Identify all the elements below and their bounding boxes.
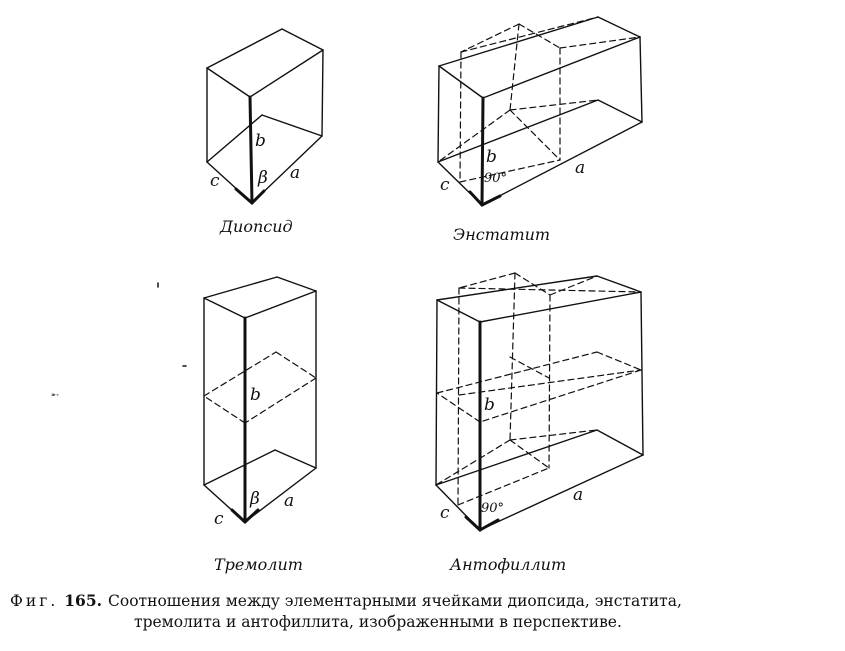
caption-number: 165. xyxy=(64,591,103,610)
tremolite-axis-b: b xyxy=(250,385,261,405)
tremolite-angle-beta: β xyxy=(249,489,260,509)
diopside-axis-c: c xyxy=(210,171,220,191)
anthophyllite-label: Антофиллит xyxy=(449,555,566,574)
enstatite-label: Энстатит xyxy=(453,225,550,244)
enstatite-cell xyxy=(437,16,643,207)
anthophyllite-axis-b: b xyxy=(484,395,495,415)
print-speck: ➸ xyxy=(51,390,60,401)
diopside-angle-beta: β xyxy=(257,168,268,188)
tremolite-label: Тремолит xyxy=(214,555,303,574)
caption-text-2: тремолита и антофиллита, изображенными в… xyxy=(134,613,622,631)
enstatite-axis-c: c xyxy=(440,175,450,195)
enstatite-axis-a: a xyxy=(575,158,585,178)
diopside-axis-b: b xyxy=(255,131,266,151)
anthophyllite-axis-c: c xyxy=(440,503,450,523)
enstatite-axis-b: b xyxy=(486,147,497,167)
caption-text-1: Соотношения между элементарными ячейками… xyxy=(108,592,682,610)
diopside-cell xyxy=(206,28,324,205)
diopside-axis-a: a xyxy=(290,163,300,183)
tremolite-axis-c: c xyxy=(214,509,224,529)
diopside-label: Диопсид xyxy=(219,217,293,236)
figure-165: b c a β Диопсид b c a 90° Энстатит xyxy=(51,16,644,574)
caption-lead: Фиг. xyxy=(10,592,59,610)
figure-caption: Фиг. 165. Соотношения между элементарными … xyxy=(10,590,840,633)
anthophyllite-angle-right: 90° xyxy=(481,501,504,516)
tremolite-cell xyxy=(203,276,317,524)
caption-line-2: тремолита и антофиллита, изображенными в… xyxy=(10,612,840,633)
anthophyllite-axis-a: a xyxy=(573,485,583,505)
caption-line-1: Фиг. 165. Соотношения между элементарными … xyxy=(10,590,840,612)
enstatite-angle-right: 90° xyxy=(484,171,507,186)
tremolite-axis-a: a xyxy=(284,491,294,511)
anthophyllite-cell xyxy=(435,272,644,532)
